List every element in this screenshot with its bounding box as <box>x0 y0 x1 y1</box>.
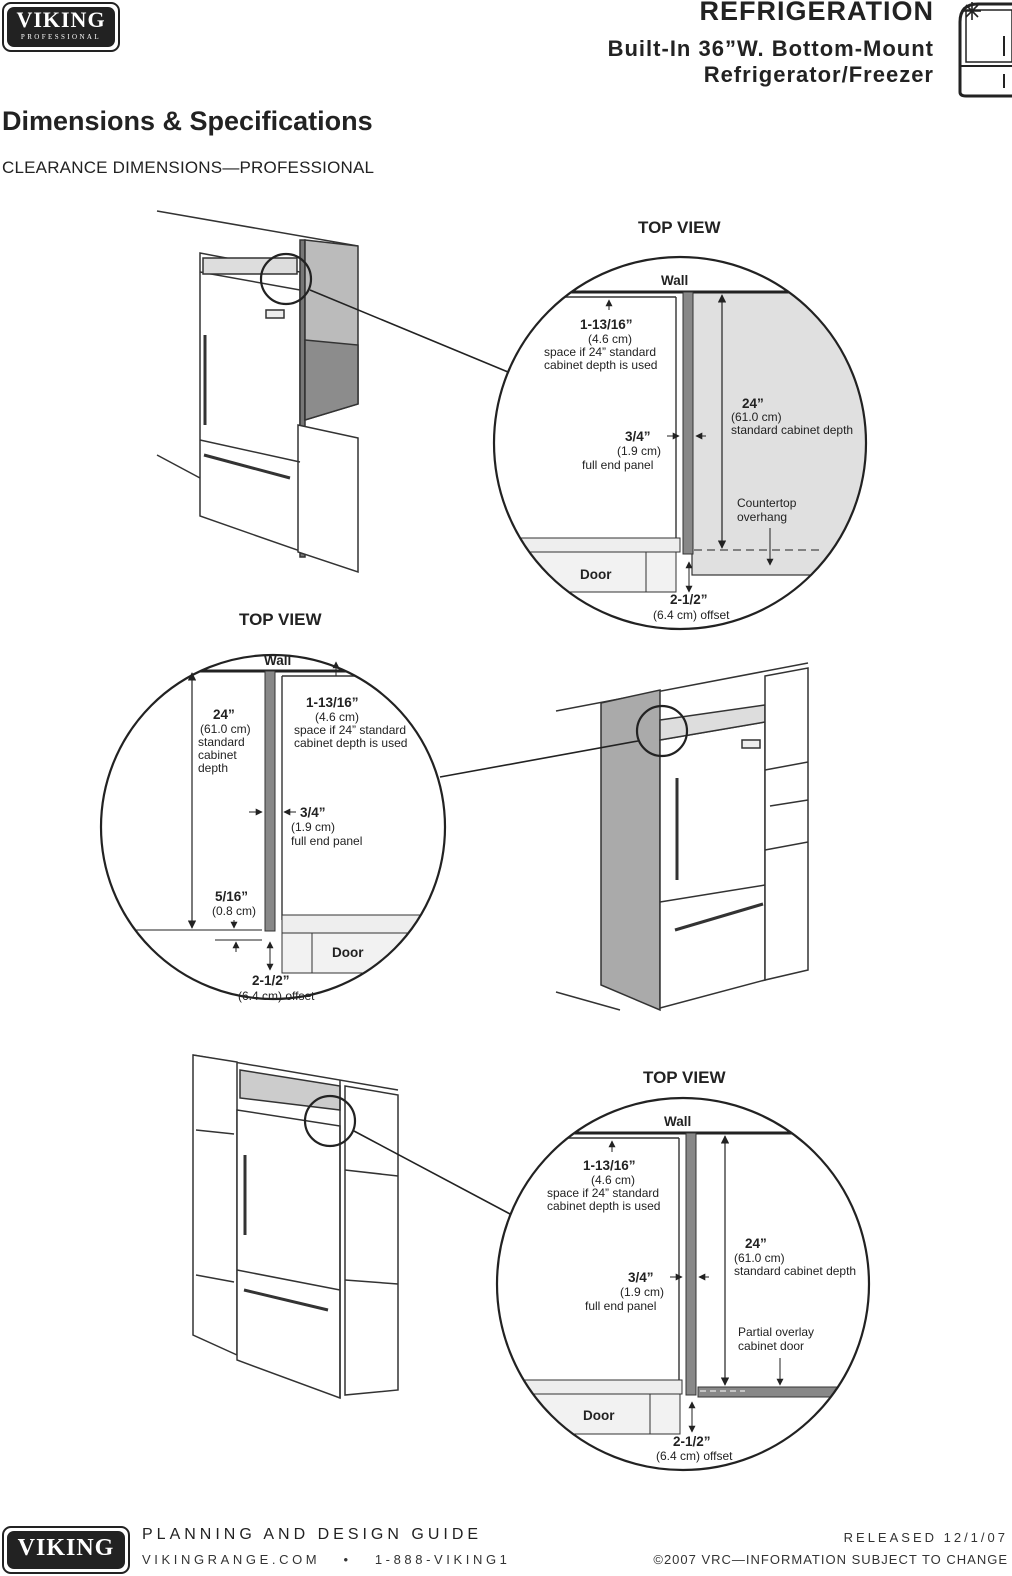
subtitle-line-2: Refrigerator/Freezer <box>703 62 934 87</box>
space-dim-1: 1-13/16” <box>580 317 633 332</box>
panel-note-2: full end panel <box>291 834 362 848</box>
space-dim-2: 1-13/16” <box>306 695 359 710</box>
refrigerator-snowflake-icon <box>958 2 1012 98</box>
space-cm-1: (4.6 cm) <box>588 332 632 346</box>
space-note2-2: cabinet depth is used <box>294 736 407 750</box>
section-heading: CLEARANCE DIMENSIONS—PROFESSIONAL <box>2 158 375 177</box>
depth-note-3: standard cabinet depth <box>734 1264 856 1278</box>
page-title: Dimensions & Specifications <box>2 106 373 136</box>
logo-subtext: PROFESSIONAL <box>20 33 102 41</box>
overhang-label1-1: Countertop <box>737 496 797 510</box>
top-view-label-3: TOP VIEW <box>643 1068 726 1087</box>
footer-guide-title: PLANNING AND DESIGN GUIDE <box>142 1526 483 1543</box>
panel-cm-2: (1.9 cm) <box>291 820 335 834</box>
wall-label-2: Wall <box>264 653 291 668</box>
wall-label-1: Wall <box>661 273 688 288</box>
offset-dim-1: 2-1/2” <box>670 592 708 607</box>
offset-note-1: (6.4 cm) offset <box>653 608 730 622</box>
panel-dim-2: 3/4” <box>300 805 326 820</box>
reveal-cm-2: (0.8 cm) <box>212 904 256 918</box>
depth-dim-3: 24” <box>745 1236 767 1251</box>
space-note1-2: space if 24” standard <box>294 723 406 737</box>
door-label-2: Door <box>332 945 364 960</box>
callout-circle-1 <box>259 252 313 306</box>
offset-dim-3: 2-1/2” <box>673 1434 711 1449</box>
viking-professional-logo: VIKING PROFESSIONAL <box>2 2 120 52</box>
panel-cm-3: (1.9 cm) <box>620 1285 664 1299</box>
door-label-1: Door <box>580 567 612 582</box>
top-view-label-1: TOP VIEW <box>638 218 721 237</box>
door-label-3: Door <box>583 1408 615 1423</box>
fridge-perspective-3 <box>192 1054 399 1400</box>
product-subtitle: Built-In 36”W. Bottom-Mount Refrigerator… <box>608 36 934 88</box>
panel-dim-3: 3/4” <box>628 1270 654 1285</box>
panel-cm-1: (1.9 cm) <box>617 444 661 458</box>
overhang-label2-1: overhang <box>737 510 787 524</box>
footer-copyright: ©2007 VRC—INFORMATION SUBJECT TO CHANGE <box>653 1552 1008 1567</box>
top-view-detail-2 <box>99 653 447 1001</box>
footer-logo-text: VIKING <box>7 1531 125 1569</box>
reveal-dim-2: 5/16” <box>215 889 248 904</box>
depth-cm-2: (61.0 cm) <box>200 722 251 736</box>
space-cm-2: (4.6 cm) <box>315 710 359 724</box>
space-dim-3: 1-13/16” <box>583 1158 636 1173</box>
depth-note2-2: cabinet <box>198 748 237 762</box>
depth-dim-2: 24” <box>213 707 235 722</box>
wall-label-3: Wall <box>664 1114 691 1129</box>
footer-website: VIKINGRANGE.COM <box>142 1552 321 1567</box>
footer-contact: VIKINGRANGE.COM • 1-888-VIKING1 <box>142 1552 511 1567</box>
footer-release-date: RELEASED 12/1/07 <box>843 1530 1008 1545</box>
offset-note-3: (6.4 cm) offset <box>656 1449 733 1463</box>
offset-dim-2: 2-1/2” <box>252 973 290 988</box>
depth-dim-1: 24” <box>742 396 764 411</box>
space-cm-3: (4.6 cm) <box>591 1173 635 1187</box>
overlay-label2-3: cabinet door <box>738 1339 804 1353</box>
footer-viking-logo: VIKING <box>2 1526 130 1574</box>
offset-note-2: (6.4 cm) offset <box>238 989 315 1003</box>
space-note2-1: cabinet depth is used <box>544 358 657 372</box>
depth-note-1: standard cabinet depth <box>731 423 853 437</box>
panel-note-1: full end panel <box>582 458 653 472</box>
space-note1-3: space if 24” standard <box>547 1186 659 1200</box>
fridge-perspective-2 <box>555 662 809 1012</box>
panel-note-3: full end panel <box>585 1299 656 1313</box>
subtitle-line-1: Built-In 36”W. Bottom-Mount <box>607 36 934 61</box>
callout-circle-2 <box>635 704 689 758</box>
top-view-detail-3 <box>495 1096 871 1472</box>
logo-text: VIKING <box>16 7 106 32</box>
depth-note1-2: standard <box>198 735 245 749</box>
space-note2-3: cabinet depth is used <box>547 1199 660 1213</box>
overlay-label1-3: Partial overlay <box>738 1325 814 1339</box>
depth-cm-3: (61.0 cm) <box>734 1251 785 1265</box>
panel-dim-1: 3/4” <box>625 429 651 444</box>
depth-note3-2: depth <box>198 761 228 775</box>
space-note1-1: space if 24” standard <box>544 345 656 359</box>
footer-phone: 1-888-VIKING1 <box>374 1552 511 1567</box>
category-title: REFRIGERATION <box>699 0 934 26</box>
top-view-label-2: TOP VIEW <box>239 610 322 629</box>
fridge-perspective-1 <box>156 210 359 574</box>
depth-cm-1: (61.0 cm) <box>731 410 782 424</box>
footer-bullet: • <box>343 1552 352 1567</box>
callout-circle-3 <box>303 1094 357 1148</box>
top-view-detail-1 <box>492 255 868 631</box>
